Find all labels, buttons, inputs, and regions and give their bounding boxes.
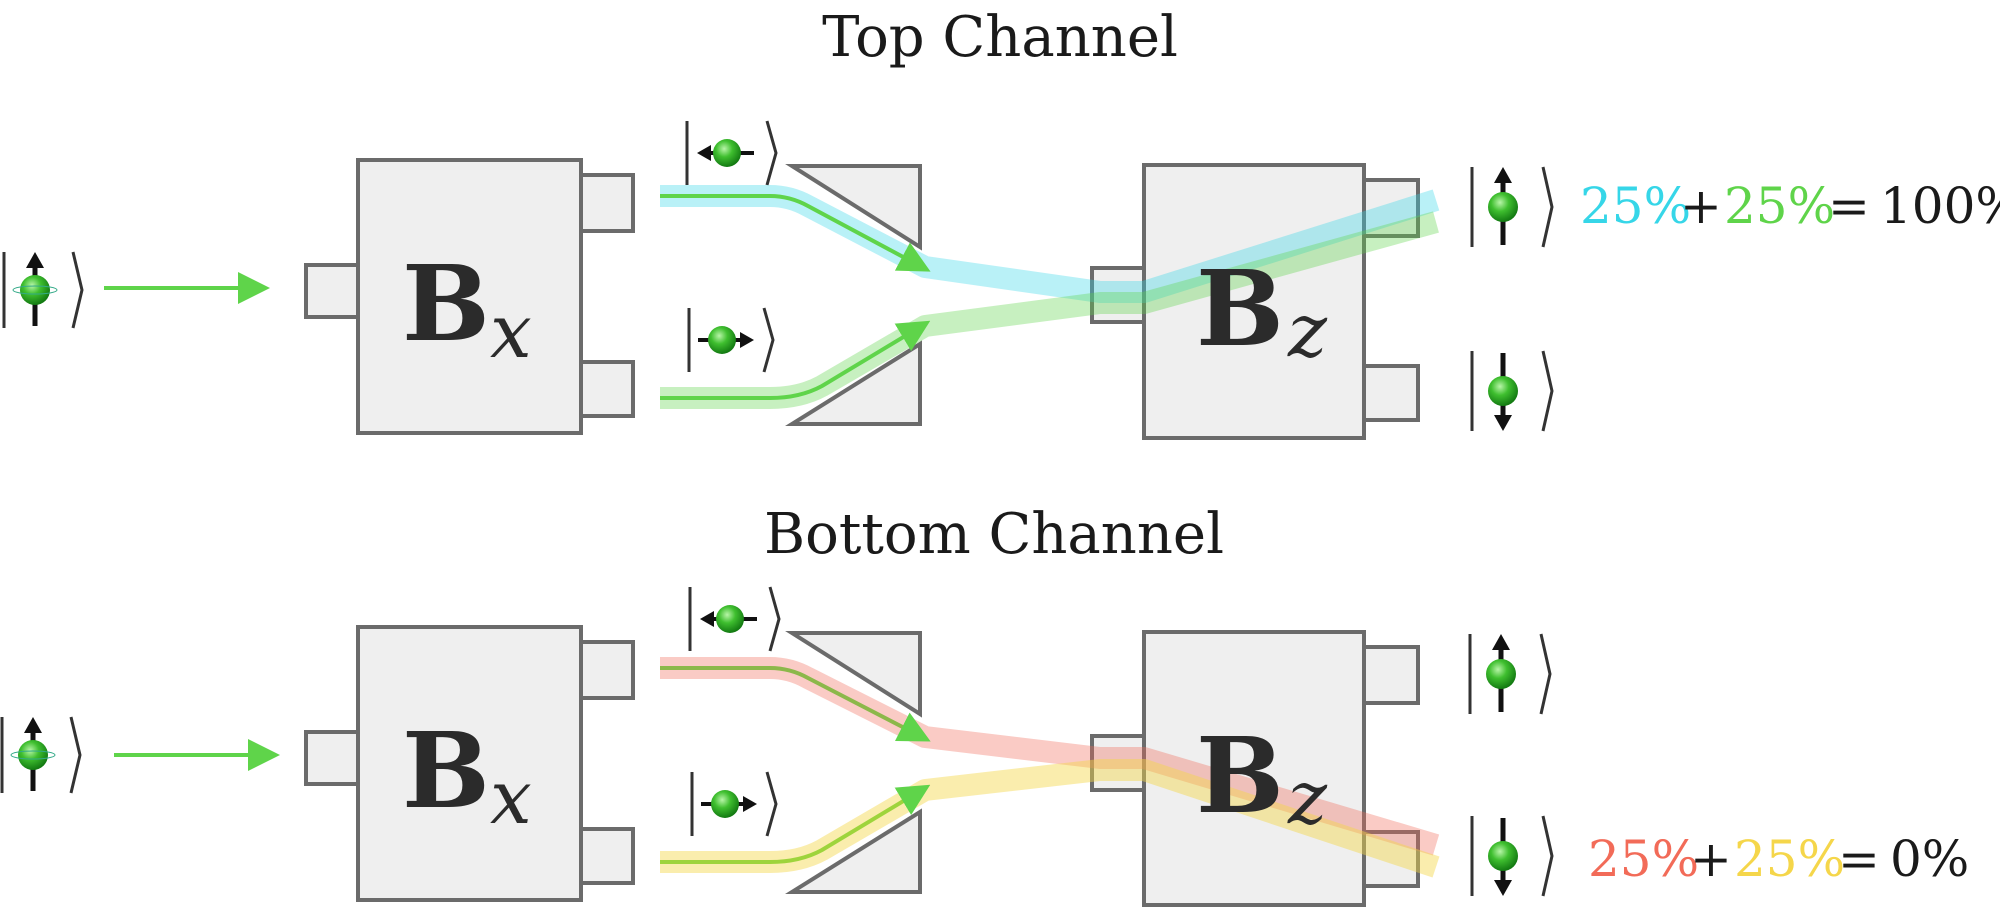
bottom-bz-label-sub: z — [1287, 755, 1328, 841]
bottom-bz-analyzer — [1090, 630, 1420, 907]
top-bz-label-main: B — [1196, 247, 1284, 370]
bottom-result: 25% + 25% = 0% — [1588, 830, 1969, 888]
top-bx-label-main: B — [402, 242, 490, 365]
bottom-result-plus: + — [1690, 830, 1732, 888]
top-result-total: 100% — [1880, 177, 2000, 235]
top-bx-label-sub: x — [490, 289, 532, 375]
top-result: 25% + 25% = 100% — [1580, 177, 2000, 235]
bottom-result-term1: 25% — [1588, 830, 1699, 888]
top-bx-splitter: B x — [304, 158, 635, 435]
top-output-spin-down-ket-icon — [1470, 350, 1554, 432]
top-upper-wedge — [785, 164, 922, 251]
bottom-bx-label-sub: x — [490, 755, 532, 841]
bottom-bx-label-main: B — [402, 709, 490, 832]
bottom-output-spin-up-ket-icon — [1468, 633, 1552, 715]
bottom-right-spin-ket-icon — [690, 771, 778, 837]
top-result-term1: 25% — [1580, 177, 1691, 235]
top-bz-label-sub: z — [1287, 288, 1328, 374]
top-channel: Top Channel B x — [2, 5, 2000, 440]
bottom-left-spin-ket-icon — [688, 586, 781, 652]
top-lower-wedge — [785, 340, 922, 426]
bottom-result-total: 0% — [1890, 830, 1969, 888]
top-result-equals: = — [1828, 177, 1870, 235]
top-channel-title: Top Channel — [822, 5, 1178, 70]
top-output-spin-up-ket-icon — [1470, 166, 1554, 248]
top-bz-analyzer — [1090, 163, 1420, 440]
bottom-bz-label-main: B — [1196, 714, 1284, 837]
bottom-channel-title: Bottom Channel — [764, 502, 1224, 567]
top-result-plus: + — [1680, 177, 1722, 235]
bottom-input-spin-up-ket-icon — [0, 716, 82, 794]
top-result-term2: 25% — [1724, 177, 1835, 235]
top-input-spin-up-ket-icon — [2, 251, 84, 329]
bottom-bx-splitter: B x — [304, 625, 635, 902]
bottom-beams — [660, 657, 1440, 878]
bottom-result-equals: = — [1838, 830, 1880, 888]
bottom-output-spin-down-ket-icon — [1470, 815, 1554, 897]
bottom-lower-wedge — [785, 808, 922, 894]
top-left-spin-ket-icon — [685, 120, 778, 186]
top-right-spin-ket-icon — [687, 307, 775, 373]
bottom-upper-wedge — [785, 631, 922, 718]
bottom-result-term2: 25% — [1734, 830, 1845, 888]
bottom-channel: Bottom Channel B x — [0, 502, 1969, 907]
top-beams — [660, 185, 1440, 409]
